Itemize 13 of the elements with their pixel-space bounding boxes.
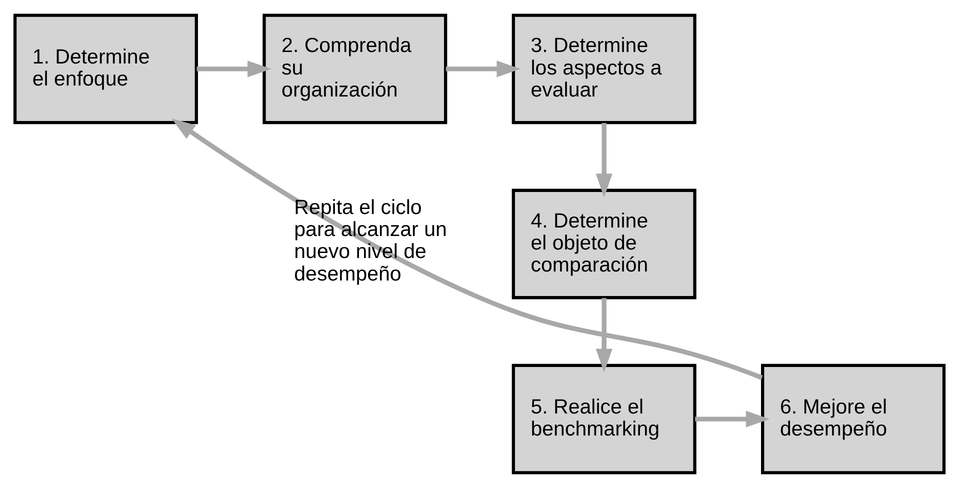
node-box: 4. Determine el objeto de comparación [512,188,696,300]
node-box: 2. Comprenda su organización [262,14,448,124]
node-box: 6. Mejore el desempeño [761,364,946,474]
arrow [695,410,770,428]
node-box: 1. Determine el enfoque [13,14,198,124]
arrow [596,123,612,198]
arrow [172,118,763,380]
edge-label: Repita el ciclo para alcanzar un nuevo nivel de desempeño [294,196,447,286]
arrow [446,60,520,78]
node-box: 5. Realice el benchmarking [512,364,696,474]
arrow [596,298,612,372]
arrow [196,60,272,78]
node-box: 3. Determine los aspectos a evaluar [512,14,696,124]
